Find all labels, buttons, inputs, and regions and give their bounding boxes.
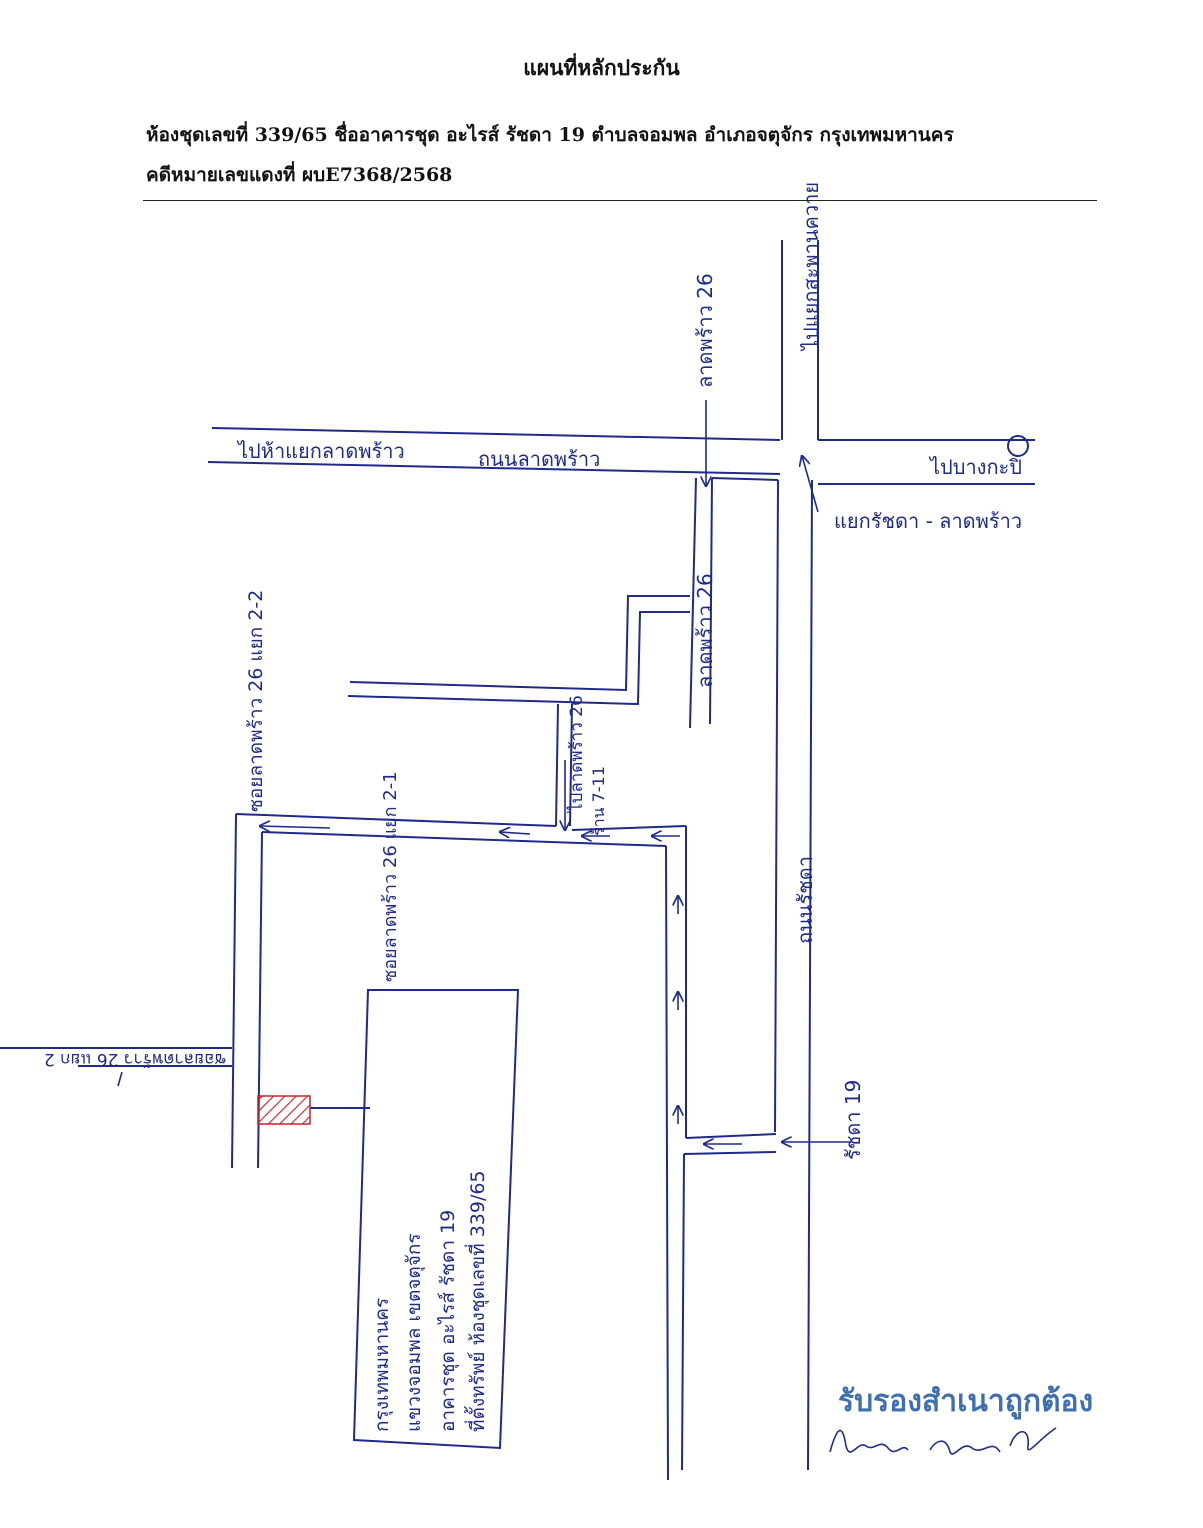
property-note-line-4: กรุงเทพมหานคร bbox=[371, 1298, 394, 1432]
property-note-text: ที่ตั้งทรัพย์ ห้องชุดเลขที่ 339/65 อาคาร… bbox=[371, 1170, 490, 1432]
junction-marker bbox=[1007, 435, 1029, 457]
label-left-soi: ซอยลาดพร้าว 26 แยก 2 bbox=[44, 1049, 226, 1069]
label-lat-phrao-26-top: ลาดพร้าว 26 bbox=[693, 273, 717, 388]
label-soi-26-yaek-2-2: ซอยลาดพร้าว 26 แยก 2-2 bbox=[245, 590, 267, 812]
soi-26-right-edge bbox=[709, 477, 713, 725]
right-lane-link-top bbox=[685, 1133, 777, 1139]
soi-2-2-top-edge bbox=[235, 813, 557, 827]
signature-graphic bbox=[829, 1427, 1057, 1455]
label-soi-26-yaek-2-1: ซอยลาดพร้าว 26 แยก 2-1 bbox=[380, 771, 401, 982]
label-seven-eleven: ร้าน 7-11 bbox=[589, 766, 608, 836]
soi-2-2-top-edge-east bbox=[571, 825, 687, 831]
right-lane-link-bottom bbox=[683, 1151, 777, 1155]
property-note-line-2: อาคารชุด อะไรส์ รัชดา 19 bbox=[437, 1210, 460, 1432]
soi-26-left-edge bbox=[689, 477, 697, 729]
label-to-lat-phrao-junction: ไปห้าแยกลาดพร้าว bbox=[236, 439, 405, 463]
property-note-box bbox=[352, 989, 520, 1450]
property-note-line-3: แขวงจอมพล เขตจตุจักร bbox=[403, 1233, 426, 1432]
branch-lower-edge bbox=[347, 611, 690, 706]
arrow-west-2 bbox=[500, 832, 531, 834]
certified-copy-stamp: รับรองสำเนาถูกต้อง bbox=[838, 1384, 1094, 1419]
property-line: ห้องชุดเลขที่ 339/65 ชื่ออาคารชุด อะไรส์… bbox=[146, 124, 954, 146]
ratchada-road-left-edge bbox=[774, 479, 779, 1133]
road-lines bbox=[0, 240, 1035, 1481]
lat-phrao-road-bottom-edge bbox=[207, 461, 781, 475]
soi-2-2-bottom-edge bbox=[261, 831, 667, 847]
label-ratchada-19: รัชดา 19 bbox=[841, 1080, 865, 1160]
tick-left-road bbox=[117, 1071, 123, 1087]
property-note-line-1: ที่ตั้งทรัพย์ ห้องชุดเลขที่ 339/65 bbox=[464, 1170, 490, 1432]
arrow-ratchada-junction bbox=[802, 456, 819, 513]
soi-26-mouth bbox=[711, 477, 779, 481]
right-lane-south bbox=[681, 1153, 685, 1471]
soi-7-11-left bbox=[555, 703, 559, 827]
label-to-saphan-kwai: ไปแยกสะพานควาย bbox=[799, 182, 823, 352]
left-soi-outer-edge bbox=[231, 813, 237, 1169]
case-number-line: คดีหมายเลขแดงที่ ผบE7368/2568 bbox=[146, 164, 453, 186]
lat-phrao-road-top-edge bbox=[211, 427, 781, 441]
label-lat-phrao-26-mid: ลาดพร้าว 26 bbox=[693, 573, 717, 688]
property-location-marker bbox=[257, 1095, 311, 1125]
document-title: แผนที่หลักประกัน bbox=[523, 55, 680, 80]
soi-7-11-right bbox=[569, 703, 573, 827]
direction-arrows bbox=[117, 400, 850, 1144]
header-divider bbox=[143, 200, 1097, 201]
right-lane-inner-edge bbox=[665, 845, 669, 1481]
arrow-west-1 bbox=[260, 826, 331, 828]
ratchada-road-right-edge bbox=[807, 479, 813, 1471]
label-lat-phrao-road: ถนนลาดพร้าว bbox=[478, 447, 600, 471]
label-to-lat-phrao-26: ไปลาดพร้าว 26 bbox=[566, 695, 587, 814]
branch-upper-edge bbox=[349, 595, 690, 692]
label-to-bang-kapi: ไปบางกะปิ bbox=[928, 455, 1022, 479]
label-ratchada-lat-phrao-junction: แยกรัชดา - ลาดพร้าว bbox=[834, 509, 1022, 533]
label-ratchada-road: ถนนรัชดา bbox=[793, 856, 817, 944]
